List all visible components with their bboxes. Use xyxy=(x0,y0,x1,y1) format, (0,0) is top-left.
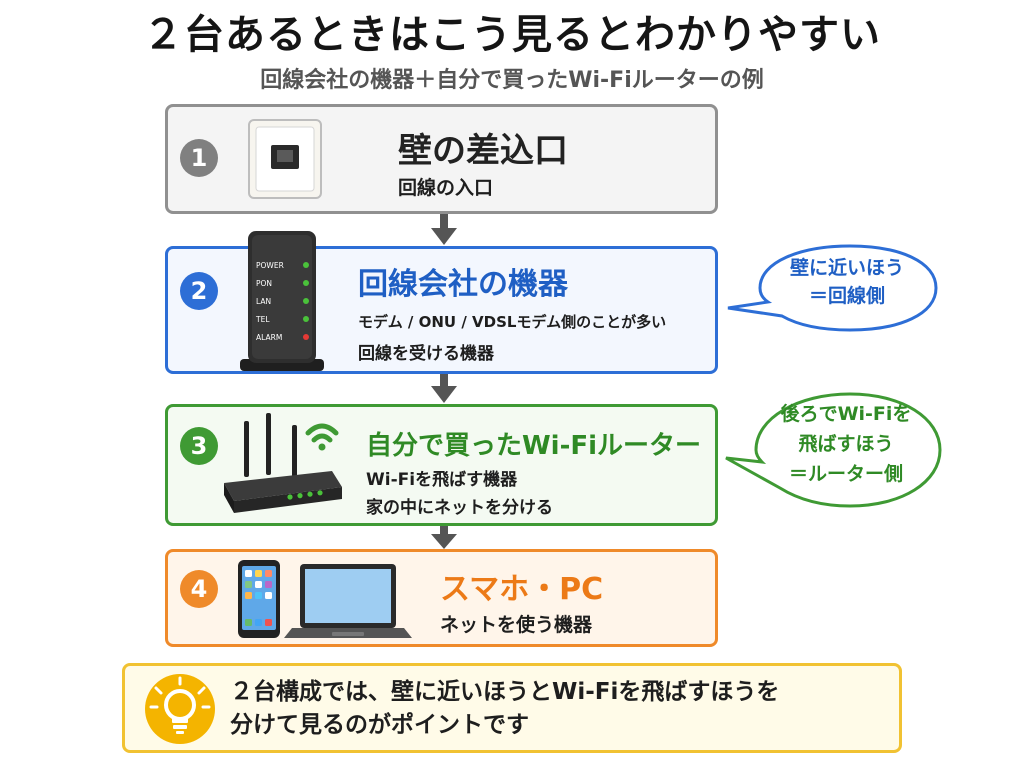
step-smartphone-pc: 4 スマホ・PC ネットを使う機器 xyxy=(165,549,718,647)
onu-modem-icon: POWER PON LAN TEL ALARM xyxy=(240,231,324,371)
callout-text: ＝ルーター側 xyxy=(788,463,903,485)
tip-text: ２台構成では、壁に近いほうとWi-Fiを飛ばすほうを 分けて見るのがポイントです xyxy=(230,676,779,742)
smartphone-laptop-icon xyxy=(238,560,412,638)
device-label-pon: PON xyxy=(256,279,272,288)
callout-text: 飛ばすほう xyxy=(798,433,894,455)
device-label-tel: TEL xyxy=(255,315,270,324)
step-wall-outlet: 1 壁の差込口 回線の入口 xyxy=(165,104,718,214)
callout-text: 後ろでWi-Fiを xyxy=(780,403,912,425)
step-title: 回線会社の機器 xyxy=(358,267,568,302)
callout-line-side: 壁に近いほう ＝回線側 xyxy=(722,238,944,342)
callout-text: ＝回線側 xyxy=(808,285,885,307)
step-number-badge: 1 xyxy=(180,139,218,177)
speech-bubble-shape xyxy=(725,392,942,508)
step-description: Wi-Fiを飛ばす機器 xyxy=(366,470,518,490)
step-description: 回線の入口 xyxy=(398,177,494,199)
step-description: モデム / ONU / VDSLモデム側のことが多い xyxy=(358,313,667,331)
step-title: スマホ・PC xyxy=(440,572,604,607)
arrow-down-icon xyxy=(431,526,457,549)
step-description: ネットを使う機器 xyxy=(440,614,593,636)
tip-line: ２台構成では、壁に近いほうとWi-Fiを飛ばすほうを xyxy=(230,679,780,705)
wall-jack-icon xyxy=(248,119,322,199)
step-description: 家の中にネットを分ける xyxy=(366,498,553,518)
step-description: 回線を受ける機器 xyxy=(358,344,494,364)
page-title: ２台あるときはこう見るとわかりやすい xyxy=(143,12,881,58)
arrow-down-icon xyxy=(431,374,457,403)
step-isp-device: 2 POWER PON LAN TEL ALARM 回線会社の機器 モデム / … xyxy=(165,231,718,374)
step-wifi-router: 3 自分で買ったWi-Fiルーター Wi-Fiを飛ばす機器 家の中にネットを分け… xyxy=(165,404,718,526)
wifi-router-icon xyxy=(224,413,342,513)
device-label-power: POWER xyxy=(256,261,284,270)
device-label-lan: LAN xyxy=(256,297,271,306)
callout-router-side: 後ろでWi-Fiを 飛ばすほう ＝ルーター側 xyxy=(722,388,946,512)
page-subtitle: 回線会社の機器＋自分で買ったWi-Fiルーターの例 xyxy=(260,68,764,93)
speech-bubble-shape xyxy=(727,244,938,332)
callout-text: 壁に近いほう xyxy=(789,257,904,279)
step-title: 壁の差込口 xyxy=(398,131,568,171)
arrow-down-icon xyxy=(431,214,457,245)
tip-line: 分けて見るのがポイントです xyxy=(230,712,529,738)
step-number-badge: 4 xyxy=(180,570,218,608)
step-title: 自分で買ったWi-Fiルーター xyxy=(366,431,702,461)
lightbulb-icon xyxy=(145,674,215,744)
tip-box: ２台構成では、壁に近いほうとWi-Fiを飛ばすほうを 分けて見るのがポイントです xyxy=(122,663,902,753)
step-number-badge: 3 xyxy=(180,427,218,465)
step-number-badge: 2 xyxy=(180,272,218,310)
device-label-alarm: ALARM xyxy=(256,333,282,342)
